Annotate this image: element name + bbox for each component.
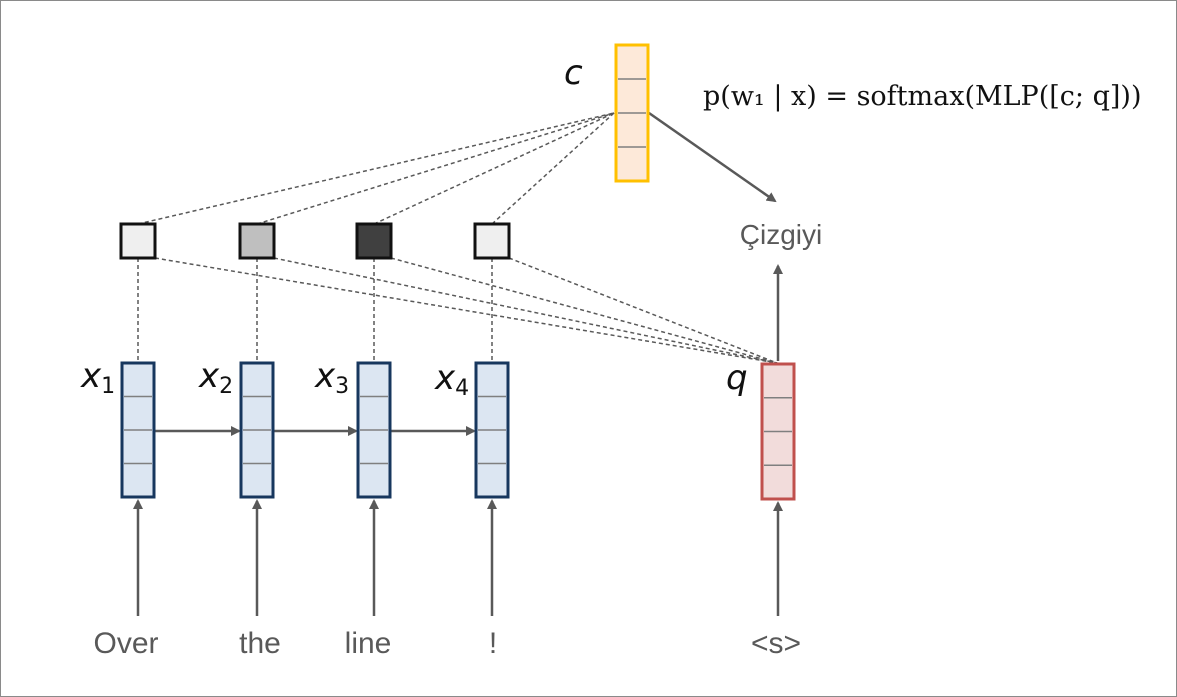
query-input-word: <s> xyxy=(750,627,802,660)
dashed-link-context-1 xyxy=(137,112,615,225)
dashed-link-context-4 xyxy=(491,112,615,225)
output-word: Çizgiyi xyxy=(739,219,823,250)
encoder-label-1: x1 xyxy=(81,356,116,399)
encoder-label-4: x4 xyxy=(435,358,470,401)
input-word-1: Over xyxy=(93,627,159,660)
dashed-link-query-3 xyxy=(390,257,778,364)
dashed-link-query-4 xyxy=(508,257,778,364)
context-label: c xyxy=(564,53,583,93)
query-label: q xyxy=(726,358,748,398)
input-word-4: ! xyxy=(488,627,498,660)
encoder-label-2: x2 xyxy=(199,356,234,399)
input-word-2: the xyxy=(239,627,281,660)
context-output-arrow xyxy=(648,111,777,203)
attention-weight-2 xyxy=(238,222,276,260)
attention-weight-3 xyxy=(355,222,393,260)
attention-weight-1 xyxy=(119,222,157,260)
dashed-link-context-3 xyxy=(373,112,615,225)
encoder-label-3: x3 xyxy=(315,356,350,399)
dashed-link-query-2 xyxy=(273,257,778,364)
attention-weight-4 xyxy=(473,222,511,260)
dashed-link-context-2 xyxy=(256,112,615,225)
output-formula: p(w₁ | x) = softmax(MLP([c; q])) xyxy=(703,81,1142,112)
dashed-link-query-1 xyxy=(154,257,778,364)
input-word-3: line xyxy=(344,627,392,660)
